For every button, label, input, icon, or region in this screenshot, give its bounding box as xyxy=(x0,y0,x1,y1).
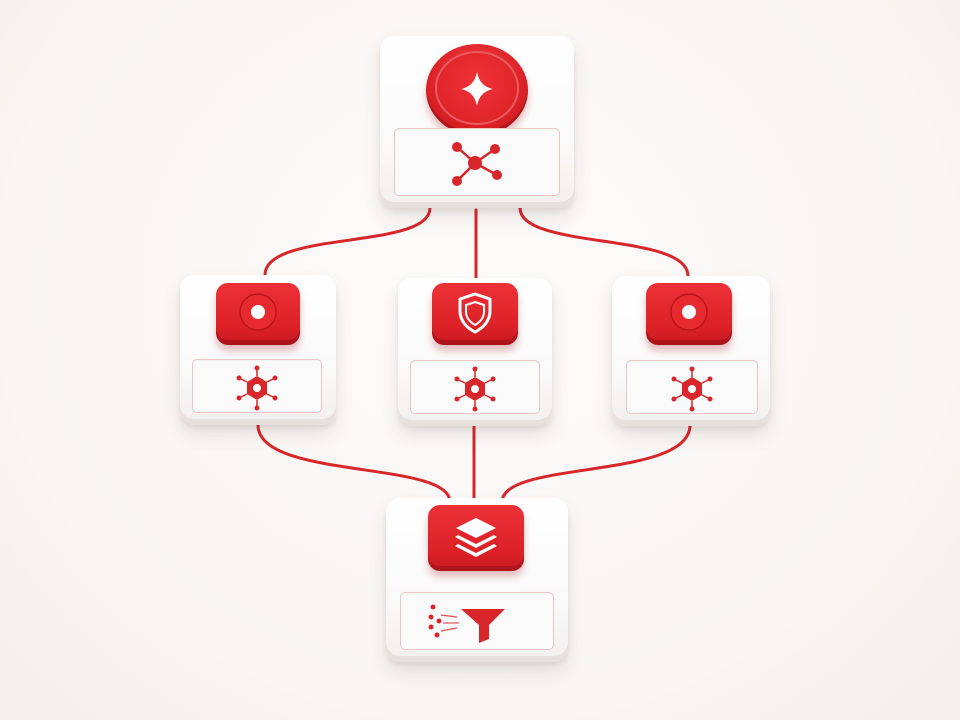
record-dot-icon xyxy=(670,293,708,331)
node-center-panel xyxy=(410,360,540,414)
node-bottom-button[interactable] xyxy=(428,505,524,571)
hexagon-nodes-icon xyxy=(454,366,496,412)
wire-top-to-right xyxy=(518,206,690,278)
node-bottom-panel xyxy=(400,592,554,650)
node-bottom[interactable] xyxy=(386,498,568,662)
filter-funnel-icon xyxy=(428,604,505,643)
record-dot-icon xyxy=(239,293,277,331)
network-hub-icon xyxy=(452,142,502,186)
node-left-button[interactable] xyxy=(216,283,300,345)
shield-icon xyxy=(458,292,492,334)
node-left[interactable] xyxy=(180,275,336,425)
hexagon-nodes-icon xyxy=(671,366,713,412)
node-center-button[interactable] xyxy=(432,283,518,345)
node-right-panel xyxy=(626,360,758,414)
node-right[interactable] xyxy=(612,276,770,426)
node-top-button[interactable] xyxy=(426,44,528,136)
layers-stack-icon xyxy=(455,518,497,557)
node-center[interactable] xyxy=(398,278,552,426)
node-top-panel xyxy=(394,128,560,196)
wire-top-to-left xyxy=(263,206,432,277)
sparkle-icon xyxy=(461,72,493,106)
wire-left-to-bottom xyxy=(256,423,452,504)
wire-right-to-bottom xyxy=(500,423,692,504)
hexagon-nodes-icon xyxy=(236,365,278,411)
node-right-button[interactable] xyxy=(646,283,732,345)
node-top[interactable] xyxy=(380,36,574,208)
node-left-panel xyxy=(192,359,322,413)
